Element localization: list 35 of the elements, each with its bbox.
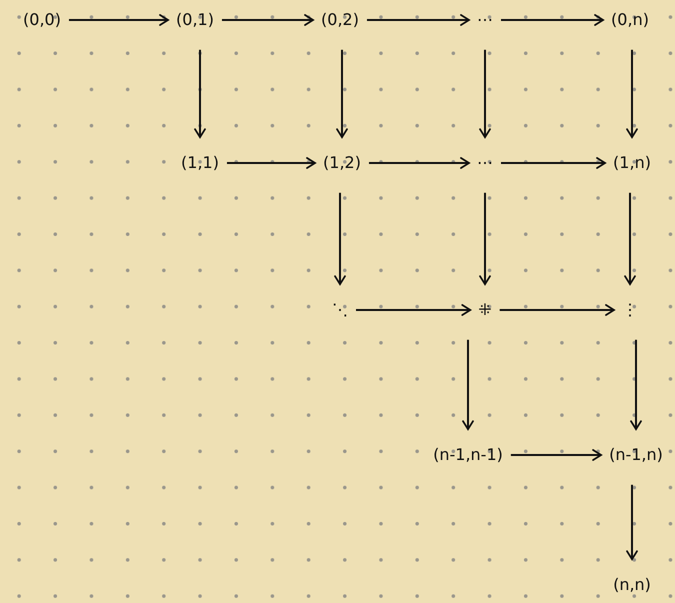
arrow — [500, 304, 615, 316]
arrow — [356, 304, 472, 316]
grid-entry-label: (1,1) — [180, 152, 220, 174]
arrow — [222, 14, 314, 26]
grid-entry-label: (0,1) — [175, 9, 215, 31]
grid-entry-label: ⋱ — [331, 299, 349, 321]
arrow — [630, 340, 642, 430]
grid-entry-label: (1,n) — [612, 152, 652, 174]
grid-entry-label: (1,2) — [322, 152, 362, 174]
arrow — [501, 157, 606, 169]
grid-entry-label: (0,2) — [320, 9, 360, 31]
grid-entry-label: (n-1,n-1) — [432, 444, 504, 466]
arrow — [624, 192, 636, 286]
arrow — [194, 50, 206, 138]
arrow — [501, 14, 604, 26]
grid-entry-label: ⁜ — [477, 299, 493, 321]
grid-entry-label: ⋯ — [476, 152, 494, 174]
grid-entry-label: (n,n) — [612, 574, 652, 596]
arrow — [479, 192, 491, 286]
grid-entry-label: (0,0) — [22, 9, 62, 31]
arrow — [68, 14, 169, 26]
grid-entry-label: ⋮ — [621, 299, 639, 321]
arrow — [462, 340, 474, 430]
grid-entry-label: (n-1,n) — [608, 444, 664, 466]
arrow — [336, 50, 348, 138]
grid-entry-label: ⋯ — [476, 9, 494, 31]
grid-entry-label: (0,n) — [610, 9, 650, 31]
arrow — [368, 157, 470, 169]
arrow — [479, 50, 491, 138]
arrow — [366, 14, 470, 26]
arrow — [226, 157, 316, 169]
arrow — [334, 192, 346, 286]
arrow — [510, 449, 602, 461]
arrow — [626, 50, 638, 138]
arrow — [626, 484, 638, 560]
